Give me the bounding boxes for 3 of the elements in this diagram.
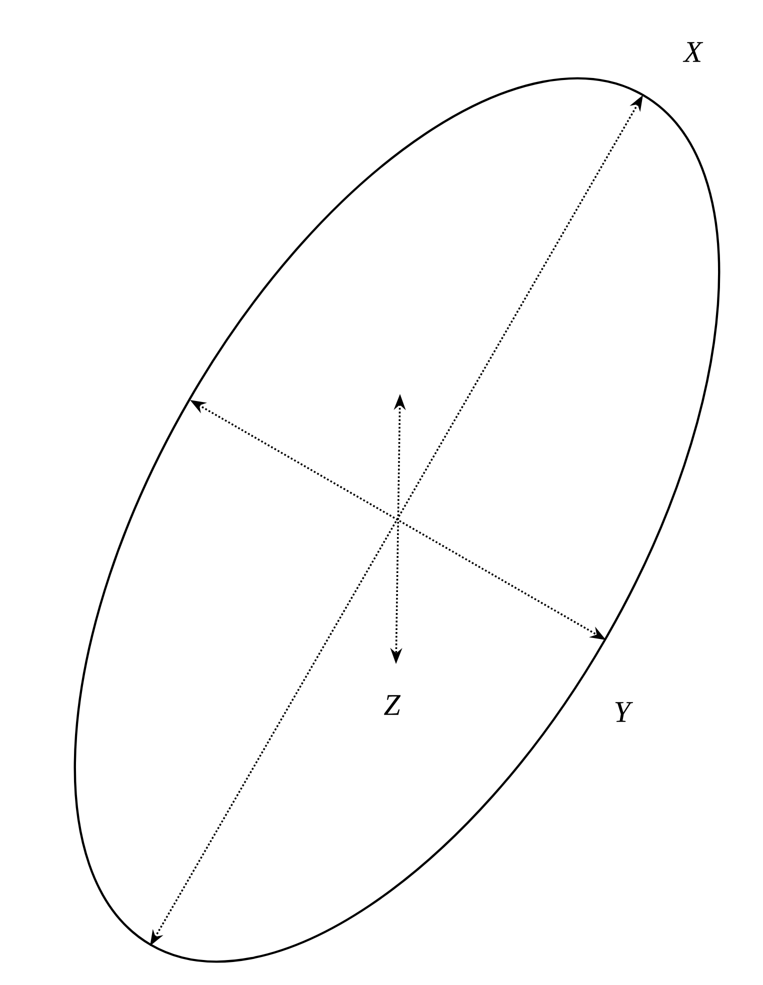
- axis-label: Z: [384, 695, 401, 715]
- axis-label: X: [682, 42, 704, 62]
- axis-label: Y: [615, 702, 634, 722]
